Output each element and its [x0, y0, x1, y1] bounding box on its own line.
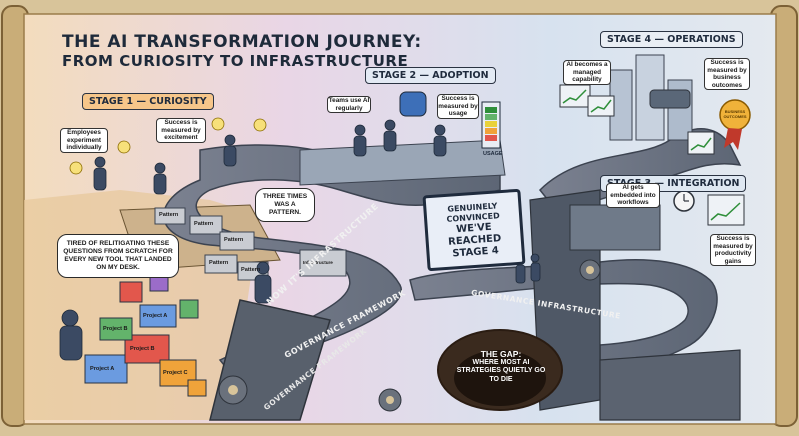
falling-block	[179, 299, 199, 319]
title-line-2: FROM CURIOSITY TO INFRASTRUCTURE	[62, 52, 409, 70]
stage2-plaza	[299, 139, 506, 186]
medal-label: BUSINESS OUTCOMES	[723, 109, 747, 119]
chart-line-mid	[590, 99, 612, 113]
note-managed: AI becomes a managed capability	[563, 60, 611, 85]
person-head	[224, 134, 236, 146]
control-screen	[649, 89, 691, 109]
pattern-box	[204, 254, 238, 274]
note-outcomes: Success is measured by business outcomes	[704, 58, 750, 91]
usage-meter-label: USAGE	[483, 151, 503, 157]
person-head	[94, 156, 106, 168]
chart-screen-right	[687, 131, 715, 155]
chart-screen-stage3	[707, 194, 745, 226]
person-frustrated	[59, 325, 83, 361]
note-excitement: Success is measured by excitement	[156, 118, 206, 143]
chart-screen-mid	[587, 95, 615, 117]
chart-line-right	[690, 137, 712, 151]
chart-screen-left	[559, 84, 591, 108]
person-team	[433, 135, 447, 157]
note-teams: Teams use AI regularly	[327, 96, 371, 114]
pattern-label: Pattern	[209, 260, 229, 266]
pattern-label: Pattern	[194, 221, 214, 227]
falling-block	[187, 379, 207, 397]
note-employees: Employees experiment individually	[60, 128, 108, 153]
project-a-block	[84, 354, 128, 384]
title-line-1: THE AI TRANSFORMATION JOURNEY:	[62, 32, 422, 52]
person-employee	[93, 167, 107, 191]
conveyor-machine	[569, 204, 661, 251]
person-employee	[223, 145, 237, 167]
thumbs-up-icon	[399, 91, 427, 117]
infrastructure-box-label: Infrastructure	[303, 260, 333, 265]
infrastructure-box	[299, 249, 347, 277]
page-title: THE AI TRANSFORMATION JOURNEY: FROM CURI…	[62, 32, 422, 71]
person-head	[256, 261, 270, 275]
pattern-box	[154, 207, 186, 225]
note-embedded: AI gets embedded into workflows	[606, 183, 660, 208]
gap-title: THE GAP:	[480, 349, 522, 359]
medal-ribbon	[724, 128, 742, 150]
note-usage-metric: Success is measured by usage	[437, 94, 479, 119]
person-head	[354, 124, 366, 136]
project-c-label: Project C	[163, 370, 188, 376]
stage-4-billboard: GENUINELY CONVINCED WE'VE REACHED STAGE …	[422, 188, 526, 272]
project-b-block-green	[99, 317, 133, 341]
lightbulb-icon	[253, 118, 267, 132]
person-team	[353, 135, 367, 157]
person-observer	[515, 264, 526, 284]
project-a-label-top: Project A	[143, 313, 168, 319]
chart-line-stage3	[710, 202, 741, 221]
speech-bubble-relitigating: TIRED OF RELITIGATING THESE QUESTIONS FR…	[57, 234, 179, 278]
pattern-box	[189, 215, 223, 235]
gap-text: WHERE MOST AI STRATEGIES QUIETLY GO TO D…	[456, 358, 546, 383]
lightbulb-icon	[117, 140, 131, 154]
stage-2-label: STAGE 2 — ADOPTION	[365, 67, 496, 84]
person-head	[530, 253, 540, 263]
chart-line-left	[562, 89, 587, 104]
person-head	[434, 124, 446, 136]
person-thinking	[254, 274, 272, 304]
stage-4-label: STAGE 4 — OPERATIONS	[600, 31, 743, 48]
speech-bubble-three-times: THREE TIMES WAS A PATTERN.	[255, 188, 315, 222]
person-observer	[530, 262, 541, 282]
gap-caption: THE GAP: WHERE MOST AI STRATEGIES QUIETL…	[455, 350, 547, 384]
person-employee	[153, 173, 167, 195]
person-head	[384, 119, 396, 131]
project-a-block-top	[139, 304, 177, 328]
pattern-label: Pattern	[241, 267, 261, 273]
stage3-base	[599, 349, 741, 421]
project-a-label: Project A	[90, 366, 115, 372]
lightbulb-icon	[69, 161, 83, 175]
person-head	[154, 162, 166, 174]
pattern-label: Pattern	[159, 212, 179, 218]
falling-block	[119, 281, 143, 303]
person-team	[383, 130, 397, 152]
building-3	[667, 79, 693, 141]
note-productivity: Success is measured by productivity gain…	[710, 234, 756, 267]
pattern-box	[219, 231, 255, 251]
gap-pit-inner	[454, 350, 546, 406]
project-b-label-green: Project B	[103, 326, 128, 332]
person-head	[61, 309, 79, 327]
project-b-label: Project B	[130, 346, 155, 352]
pattern-label: Pattern	[224, 237, 244, 243]
stage-1-label: STAGE 1 — CURIOSITY	[82, 93, 214, 110]
lightbulb-icon	[211, 117, 225, 131]
